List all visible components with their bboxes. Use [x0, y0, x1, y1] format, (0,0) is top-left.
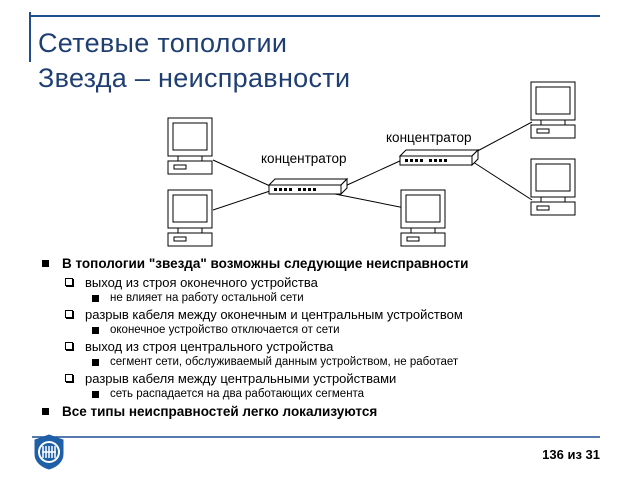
bullet-text: разрыв кабеля между оконечным и централь… [85, 307, 463, 322]
bullet-text: выход из строя центрального устройства [85, 339, 334, 354]
sub-sub-bullet-item: оконечное устройство отключается от сети [40, 323, 620, 338]
bullet-marker-icon [92, 295, 99, 302]
sub-bullet-item: выход из строя центрального устройства [40, 338, 620, 355]
bullet-marker-icon [92, 327, 99, 334]
bullet-item: В топологии "звезда" возможны следующие … [40, 254, 620, 274]
bullet-text: сегмент сети, обслуживаемый данным устро… [110, 356, 459, 368]
computer-icon [167, 189, 213, 247]
hub-right-label: концентратор [386, 130, 472, 145]
hub-icon [268, 178, 348, 195]
university-logo [34, 434, 64, 470]
title-line-1: Сетевые топологии [38, 28, 288, 58]
bullet-text: оконечное устройство отключается от сети [110, 324, 340, 336]
bullet-text: не влияет на работу остальной сети [110, 292, 304, 304]
bullet-text: выход из строя оконечного устройства [85, 275, 318, 290]
star-topology-diagram: концентратор концентратор [167, 81, 576, 247]
bullet-list: В топологии "звезда" возможны следующие … [40, 254, 620, 422]
bullet-marker-icon [42, 408, 49, 415]
bullet-item: Все типы неисправностей легко локализуют… [40, 402, 620, 422]
computer-icon [167, 117, 213, 175]
bullet-text: В топологии "звезда" возможны следующие … [62, 256, 469, 271]
bullet-marker-icon [42, 260, 49, 267]
hub-left-label: концентратор [261, 151, 347, 166]
page-number: 136 из 31 [542, 447, 600, 462]
title-line-2: Звезда – неисправности [38, 63, 351, 93]
sub-bullet-item: разрыв кабеля между оконечным и централь… [40, 306, 620, 323]
slide-title: Сетевые топологии Звезда – неисправности [38, 26, 458, 96]
bullet-marker-icon [65, 278, 73, 286]
bullet-text: Все типы неисправностей легко локализуют… [62, 404, 378, 419]
cables [212, 121, 533, 211]
sub-bullet-item: выход из строя оконечного устройства [40, 274, 620, 291]
sub-bullet-item: разрыв кабеля между центральными устройс… [40, 370, 620, 387]
bullet-marker-icon [65, 374, 73, 382]
bullet-marker-icon [65, 310, 73, 318]
computer-icon [400, 189, 446, 247]
computer-icon [530, 158, 576, 216]
computer-icon [530, 81, 576, 139]
bullet-marker-icon [92, 391, 99, 398]
sub-sub-bullet-item: сеть распадается на два работающих сегме… [40, 387, 620, 402]
bullet-text: разрыв кабеля между центральными устройс… [85, 371, 397, 386]
sub-sub-bullet-item: сегмент сети, обслуживаемый данным устро… [40, 355, 620, 370]
sub-sub-bullet-item: не влияет на работу остальной сети [40, 291, 620, 306]
bullet-text: сеть распадается на два работающих сегме… [110, 388, 365, 400]
bullet-marker-icon [65, 342, 73, 350]
hub-icon [399, 149, 479, 166]
bullet-marker-icon [92, 359, 99, 366]
